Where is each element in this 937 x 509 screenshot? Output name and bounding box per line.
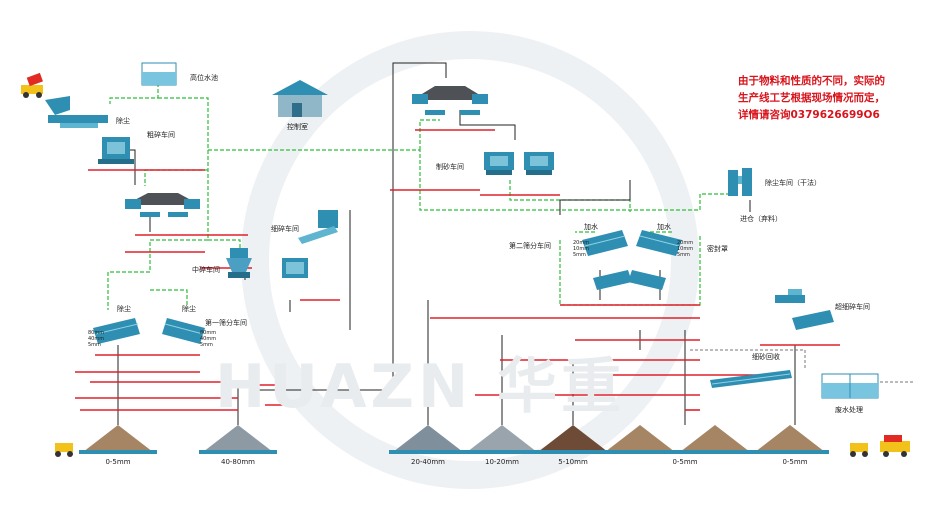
fine-sand-recovery-label: 细砂回收	[752, 353, 780, 361]
dust-label-3: 除尘	[182, 305, 196, 313]
second-screen-right-icon	[636, 230, 682, 256]
stockpile-base	[751, 450, 829, 454]
screen1-workshop-label: 第一筛分车间	[205, 319, 247, 327]
pile-label: 20-40mm	[411, 458, 445, 466]
coarse-screen-icon	[125, 193, 200, 217]
dump-truck-bottom-icon	[880, 435, 910, 457]
note-line-3: 详情请咨询0379626699O6	[738, 109, 880, 121]
stockpile	[393, 425, 463, 452]
screen1-size-40: 40mm	[88, 336, 105, 342]
first-screen-right-icon	[162, 318, 205, 344]
sealed-cover-label: 密封罩	[707, 245, 728, 253]
jaw-crusher-icon	[98, 137, 134, 164]
watermark-text: HUAZN 华重	[215, 352, 626, 422]
sand-maker-right-icon	[524, 152, 554, 175]
pile-label: 0-5mm	[672, 458, 698, 466]
vibrating-feeder-icon	[45, 96, 108, 128]
stockpile	[538, 425, 608, 452]
high-tank-label: 高位水池	[190, 74, 218, 82]
conveyor-lines	[75, 129, 840, 411]
add-water-label-2: 加水	[657, 223, 671, 231]
control-room-icon	[272, 80, 328, 117]
stockpile-base	[199, 450, 277, 454]
process-note: 由于物料和性质的不同，实际的 生产线工艺根据现场情况而定， 详情请咨询03796…	[738, 73, 885, 124]
pile-label: 0-5mm	[782, 458, 808, 466]
first-screen-left-icon	[93, 318, 140, 344]
add-water-label-1: 加水	[584, 223, 598, 231]
screen2b-size-20: 20mm	[677, 240, 694, 246]
screen2-workshop-label: 第二筛分车间	[509, 242, 551, 250]
stockpile-base	[601, 450, 679, 454]
stockpile	[605, 425, 675, 452]
fine-workshop-label: 细碎车间	[271, 225, 299, 233]
pile-label: 10-20mm	[485, 458, 519, 466]
pile-label: 0-5mm	[105, 458, 131, 466]
stockpile	[203, 425, 273, 452]
stockpile-base	[463, 450, 541, 454]
screen1-size-80: 80mm	[88, 330, 105, 336]
stockpile-base	[676, 450, 754, 454]
note-line-1: 由于物料和性质的不同，实际的	[738, 75, 885, 87]
stockpile-base	[389, 450, 467, 454]
second-screen-left-icon	[582, 230, 628, 256]
watermark-logo	[241, 31, 699, 489]
cone-crusher-icon	[226, 248, 252, 278]
screen2-size-5: 5mm	[573, 252, 586, 258]
material-lines	[117, 62, 796, 425]
sand-screen-icon	[412, 86, 488, 115]
fine-sand-recovery-icon	[710, 370, 792, 388]
stockpile-base	[79, 450, 157, 454]
screen1b-size-5: 5mm	[200, 342, 213, 348]
screen2-size-20: 20mm	[573, 240, 590, 246]
wastewater-tank-icon	[821, 373, 879, 399]
screen2-size-10: 10mm	[573, 246, 590, 252]
dump-truck-icon	[21, 72, 43, 98]
dust-label-1: 除尘	[116, 117, 130, 125]
dust-collector-icon	[728, 168, 752, 196]
stockpile	[680, 425, 750, 452]
to-bin-label: 进仓（弃料）	[740, 215, 782, 223]
sand-maker-left-icon	[484, 152, 514, 175]
stockpile-base	[534, 450, 612, 454]
dust-label-2: 除尘	[117, 305, 131, 313]
superfine-crusher-icon	[775, 289, 834, 330]
high-water-tank-icon	[141, 62, 177, 86]
medium-workshop-label: 中碎车间	[192, 266, 220, 274]
loader-right-icon	[850, 443, 868, 457]
screen2b-size-10: 10mm	[677, 246, 694, 252]
control-room-label: 控制室	[287, 123, 308, 131]
wastewater-lines	[690, 349, 915, 383]
screen1b-size-80: 80mm	[200, 330, 217, 336]
fine-crusher-icon	[282, 210, 338, 278]
superfine-workshop-label: 超细碎车间	[835, 303, 870, 311]
stockpile	[755, 425, 825, 452]
sand-washer-left-icon	[593, 270, 632, 290]
sand-workshop-label: 制砂车间	[436, 163, 464, 171]
stockpile	[83, 425, 153, 452]
screen2b-size-5: 5mm	[677, 252, 690, 258]
dust-workshop-label: 除尘车间（干法）	[765, 179, 821, 187]
screen1b-size-40: 40mm	[200, 336, 217, 342]
pile-label: 40-80mm	[221, 458, 255, 466]
sand-washer-right-icon	[628, 270, 666, 290]
note-line-2: 生产线工艺根据现场情况而定，	[738, 92, 885, 104]
coarse-workshop-label: 粗碎车间	[147, 131, 175, 139]
wastewater-label: 废水处理	[835, 406, 863, 414]
stockpiles	[79, 425, 829, 454]
stockpile	[467, 425, 537, 452]
loader-left-icon	[55, 443, 73, 457]
pile-label: 5-10mm	[558, 458, 588, 466]
screen1-size-5: 5mm	[88, 342, 101, 348]
